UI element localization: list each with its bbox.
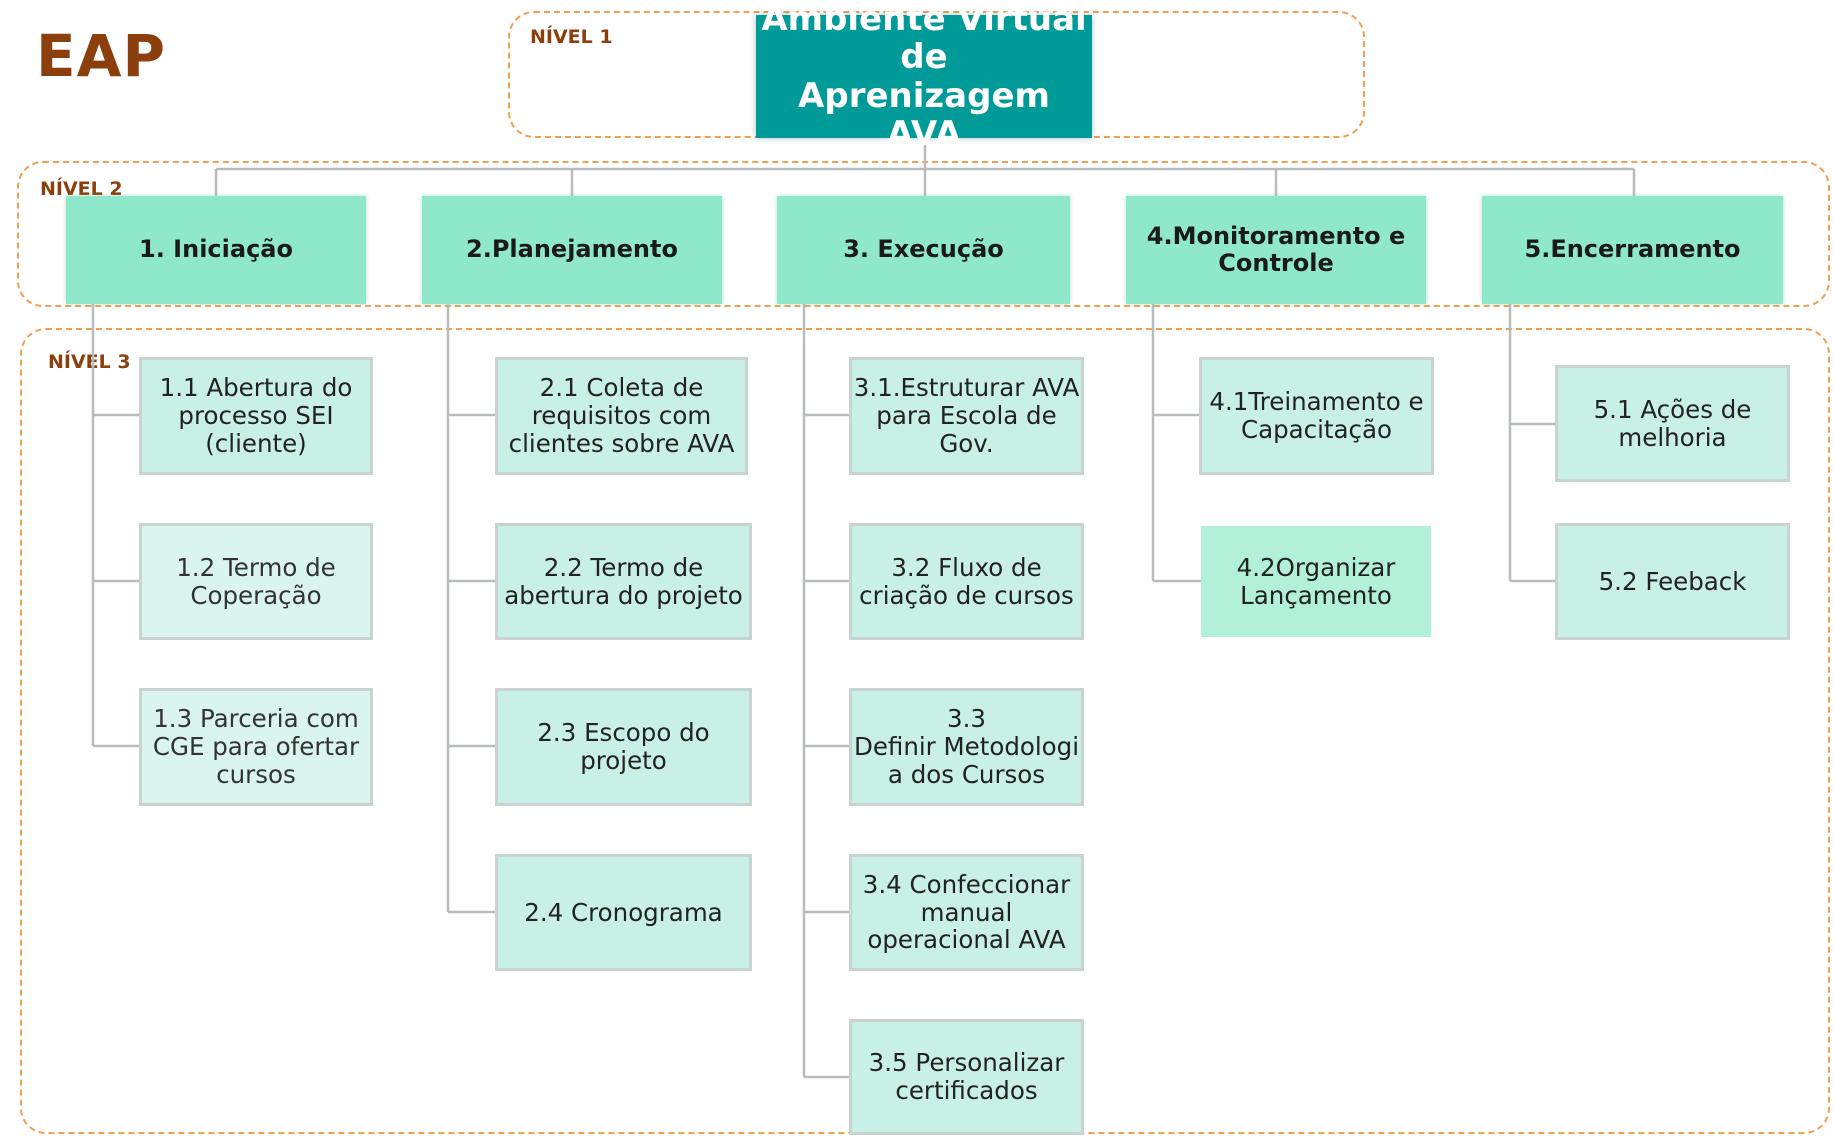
root-node: Ambiente Virtual de Aprenizagem AVA [756,0,1092,153]
task-4-1-node: 4.1Treinamento e Capacitação [1199,357,1434,475]
level-3-label: NÍVEL 3 [48,351,131,373]
diagram-title: EAP [36,22,167,90]
phase-1-node: 1. Iniciação [66,196,366,304]
phase-5-node: 5.Encerramento [1482,196,1783,304]
task-1-3-node: 1.3 Parceria com CGE para ofertar cursos [139,688,373,806]
task-5-1-node: 5.1 Ações de melhoria [1555,365,1790,482]
task-2-4-node: 2.4 Cronograma [495,854,752,971]
task-1-1-node: 1.1 Abertura do processo SEI (cliente) [139,357,373,475]
task-3-1-node: 3.1.Estruturar AVA para Escola de Gov. [849,357,1084,475]
task-2-3-node: 2.3 Escopo do projeto [495,688,752,806]
task-5-2-node: 5.2 Feeback [1555,523,1790,640]
phase-4-node: 4.Monitoramento e Controle [1126,196,1426,304]
task-3-4-node: 3.4 Confeccionar manual operacional AVA [849,854,1084,971]
task-3-2-node: 3.2 Fluxo de criação de cursos [849,523,1084,640]
task-4-2-node: 4.2Organizar Lançamento [1201,526,1431,637]
level-2-label: NÍVEL 2 [40,178,123,200]
level-2-frame [17,161,1830,307]
phase-2-node: 2.Planejamento [422,196,722,304]
task-3-5-node: 3.5 Personalizar certificados [849,1019,1084,1135]
task-3-3-node: 3.3 Definir Metodologi a dos Cursos [849,688,1084,806]
level-1-label: NÍVEL 1 [530,26,613,48]
phase-3-node: 3. Execução [777,196,1070,304]
task-2-2-node: 2.2 Termo de abertura do projeto [495,523,752,640]
task-1-2-node: 1.2 Termo de Coperação [139,523,373,640]
task-2-1-node: 2.1 Coleta de requisitos com clientes so… [495,357,748,475]
